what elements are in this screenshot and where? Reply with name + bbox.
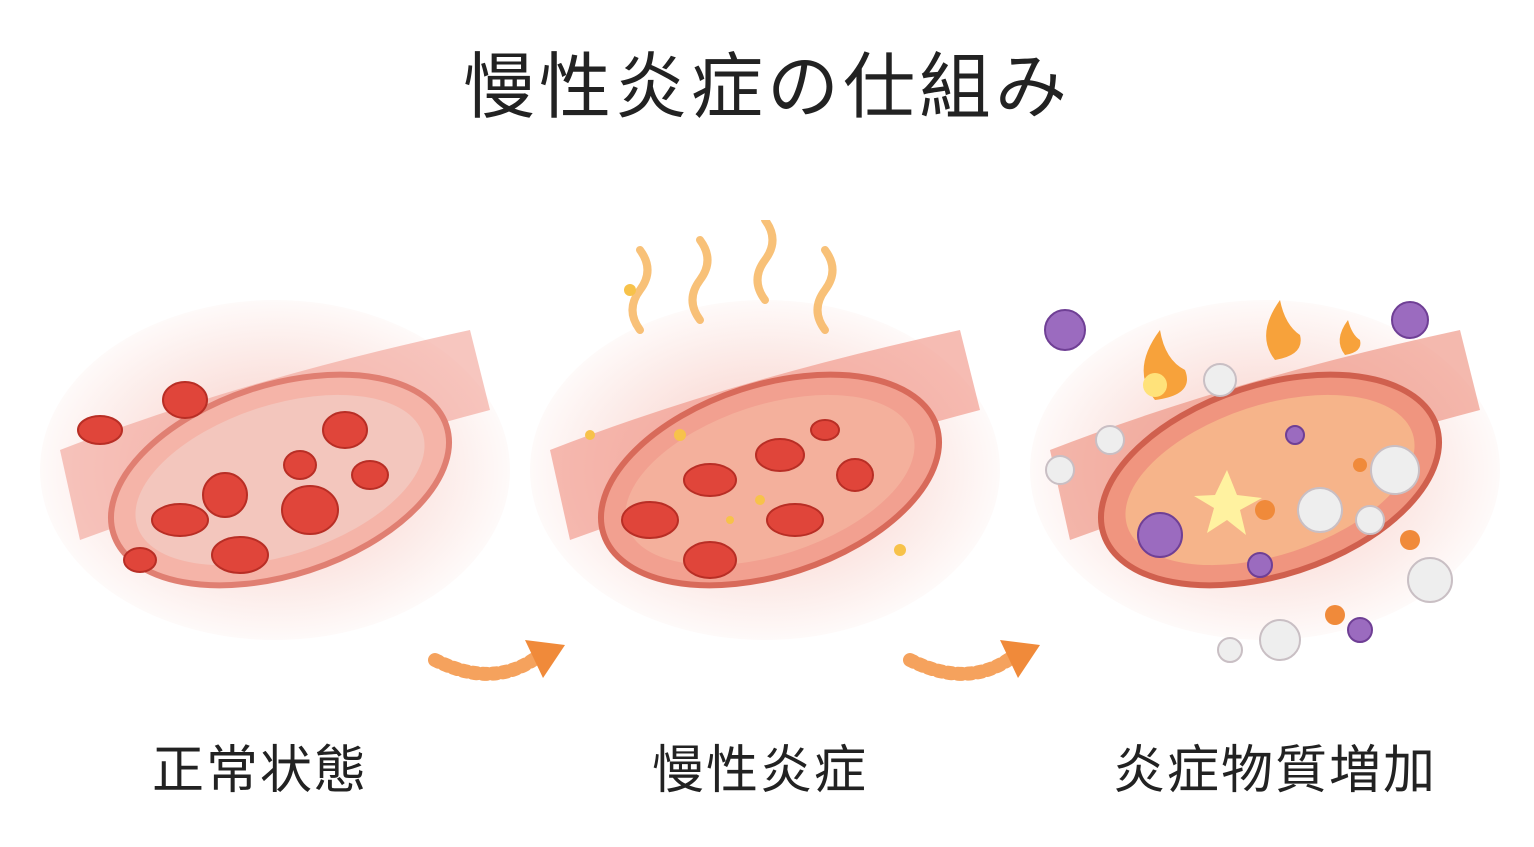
stage-label-inflammatory-substances: 炎症物質増加 — [1112, 741, 1437, 801]
arrow-icon — [428, 640, 565, 681]
page-title: 慢性炎症の仕組み — [462, 45, 1071, 129]
flame-icons — [1143, 300, 1361, 400]
stage-label-normal: 正常状態 — [151, 741, 368, 801]
chronic-inflammation-illustration — [530, 220, 1000, 640]
white-blood-cells — [1045, 363, 1453, 663]
arrow-icon — [903, 640, 1040, 681]
heat-waves — [628, 220, 837, 334]
normal-state-illustration — [40, 300, 510, 640]
inflammatory-substances-illustration — [1030, 300, 1500, 663]
stage-label-chronic-inflammation: 慢性炎症 — [651, 741, 868, 801]
red-blood-cells — [77, 381, 389, 574]
virus-icons — [1044, 301, 1429, 643]
